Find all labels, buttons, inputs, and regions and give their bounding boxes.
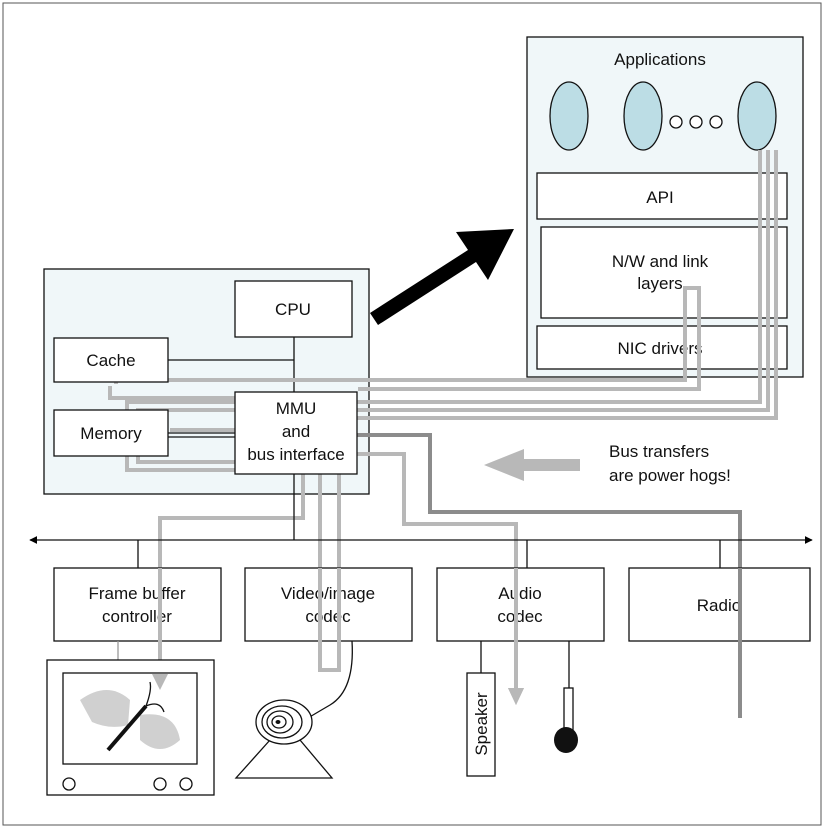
audio-codec-label: Audio xyxy=(498,584,541,603)
radio-box xyxy=(628,567,811,642)
network-layers-label: layers xyxy=(637,274,682,293)
monitor-button-icon xyxy=(62,777,76,791)
ellipsis-dot-icon xyxy=(689,115,703,129)
application-icon xyxy=(623,81,663,151)
gray-paths-over-boxes xyxy=(158,568,518,688)
network-layers-label: N/W and link xyxy=(612,252,709,271)
monitor-arrow-icon xyxy=(152,674,168,690)
video-codec-label: codec xyxy=(305,607,351,626)
mmu-label: bus interface xyxy=(247,445,344,464)
video-codec-box xyxy=(244,567,413,642)
frame-buffer-label: controller xyxy=(102,607,172,626)
butterfly-icon xyxy=(80,681,180,752)
ellipsis-dot-icon xyxy=(669,115,683,129)
speaker-label: Speaker xyxy=(472,692,491,756)
bus-note-label: are power hogs! xyxy=(609,466,731,485)
frame-buffer-label: Frame buffer xyxy=(88,584,185,603)
monitor-button-icon xyxy=(179,777,193,791)
network-layers-box xyxy=(540,226,788,319)
cache-box xyxy=(53,337,169,383)
speaker-arrow-icon xyxy=(508,688,524,705)
mmu-box xyxy=(234,391,358,475)
bus-note-label: Bus transfers xyxy=(609,442,709,461)
frame-buffer-box xyxy=(53,567,222,642)
camera-icon xyxy=(234,699,334,779)
nic-drivers-box xyxy=(536,325,788,370)
camera-cable xyxy=(307,640,353,719)
bus-note-arrow-icon xyxy=(484,449,580,481)
microphone-body xyxy=(563,687,574,731)
mmu-label: MMU xyxy=(276,399,317,418)
api-layer xyxy=(536,172,788,220)
application-icon xyxy=(737,81,777,151)
nic-drivers-label: NIC drivers xyxy=(617,339,702,358)
memory-label: Memory xyxy=(80,424,142,443)
video-codec-label: Video/image xyxy=(281,584,375,603)
cache-label: Cache xyxy=(86,351,135,370)
monitor-screen xyxy=(62,672,198,765)
radio-label: Radio xyxy=(697,596,741,615)
monitor-button-icon xyxy=(153,777,167,791)
ellipsis-dot-icon xyxy=(709,115,723,129)
speaker-box xyxy=(466,672,496,777)
applications-title: Applications xyxy=(614,50,706,69)
cpu-label: CPU xyxy=(275,300,311,319)
microphone-icon xyxy=(554,727,578,753)
mmu-label: and xyxy=(282,422,310,441)
audio-codec-label: codec xyxy=(497,607,543,626)
api-label: API xyxy=(646,188,673,207)
big-arrow-icon xyxy=(370,229,514,325)
audio-codec-box xyxy=(436,567,605,642)
memory-box xyxy=(53,409,169,457)
cpu-box xyxy=(234,280,353,338)
application-icon xyxy=(549,81,589,151)
